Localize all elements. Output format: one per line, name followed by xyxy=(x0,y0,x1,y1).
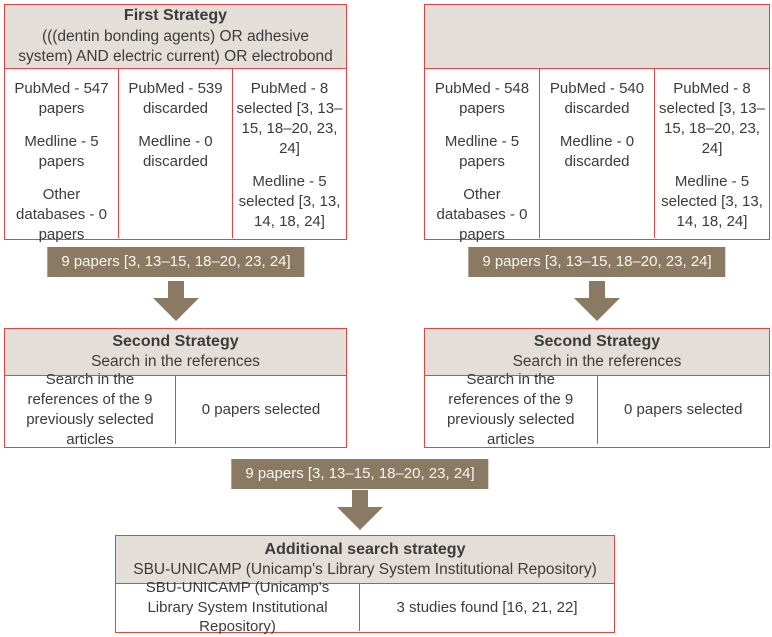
papers-selected-cell-right: 0 papers selected xyxy=(624,401,743,419)
column-discarded-left: PubMed - 539 discarded Medline - 0 disca… xyxy=(119,69,233,238)
additional-strategy-cells: SBU-UNICAMP (Unicamp's Library System In… xyxy=(116,579,614,636)
additional-strategy-subtitle: SBU-UNICAMP (Unicamp's Library System In… xyxy=(133,560,597,578)
column-found-left: PubMed - 547 papers Medline - 5 papers O… xyxy=(5,69,119,243)
second-strategy-subtitle: Search in the references xyxy=(91,353,260,371)
first-strategy-columns-right: PubMed - 548 papers Medline - 5 papers O… xyxy=(425,69,769,243)
second-strategy-subtitle: Search in the references xyxy=(512,353,682,371)
column-selected-right: PubMed - 8 selected [3, 13–15, 18–20, 23… xyxy=(655,69,769,238)
second-strategy-cells-left: Search in the references of the 9 previo… xyxy=(5,371,346,448)
stat-line: PubMed - 539 discarded xyxy=(128,80,223,117)
stat-line: Medline - 0 discarded xyxy=(559,132,635,170)
second-strategy-header-left: Second Strategy Search in the references xyxy=(5,329,346,376)
stat-line: Medline - 5 selected [3, 13, 14, 18, 24] xyxy=(238,172,341,230)
second-strategy-cells-right: Search in the references of the 9 previo… xyxy=(425,371,769,448)
papers-selected-cell-left: 0 papers selected xyxy=(201,401,321,419)
stat-line: Other databases - 0 papers xyxy=(436,185,528,243)
arrow-down-icon xyxy=(337,490,383,530)
stat-line: Other databases - 0 papers xyxy=(16,185,107,243)
second-strategy-box-left: Second Strategy Search in the references… xyxy=(4,328,347,448)
additional-strategy-header: Additional search strategy SBU-UNICAMP (… xyxy=(116,536,614,584)
stat-line: PubMed - 540 discarded xyxy=(549,80,645,117)
column-found-right: PubMed - 548 papers Medline - 5 papers O… xyxy=(425,69,540,243)
second-strategy-header-right: Second Strategy Search in the references xyxy=(425,329,769,376)
first-strategy-columns-left: PubMed - 547 papers Medline - 5 papers O… xyxy=(5,69,346,243)
second-strategy-title: Second Strategy xyxy=(112,333,239,351)
first-strategy-title: First Strategy xyxy=(123,7,228,25)
additional-strategy-box: Additional search strategy SBU-UNICAMP (… xyxy=(115,535,615,636)
papers-count-banner-left: 9 papers [3, 13–15, 18–20, 23, 24] xyxy=(47,247,305,277)
papers-count-banner-right: 9 papers [3, 13–15, 18–20, 23, 24] xyxy=(468,247,726,277)
stat-line: Medline - 0 discarded xyxy=(138,132,213,170)
stat-line: Medline - 5 papers xyxy=(444,132,520,170)
stat-line: Medline - 5 papers xyxy=(24,132,99,170)
second-strategy-title: Second Strategy xyxy=(533,333,661,351)
additional-strategy-title: Additional search strategy xyxy=(264,540,466,558)
first-strategy-query: (((dentin bonding agents) OR adhesive sy… xyxy=(18,27,333,66)
references-search-cell-right: Search in the references of the 9 previo… xyxy=(425,371,598,448)
papers-count-banner-center: 9 papers [3, 13–15, 18–20, 23, 24] xyxy=(231,459,489,489)
stat-line: Medline - 5 selected [3, 13, 14, 18, 24] xyxy=(661,172,763,230)
stat-line: PubMed - 8 selected [3, 13–15, 18–20, 23… xyxy=(659,80,765,157)
stat-line: PubMed - 547 papers xyxy=(14,80,109,117)
studies-found-cell: 3 studies found [16, 21, 22] xyxy=(396,598,578,616)
column-discarded-right: PubMed - 540 discarded Medline - 0 disca… xyxy=(540,69,655,238)
first-strategy-box-left: First Strategy (((dentin bonding agents)… xyxy=(4,4,347,243)
repository-cell: SBU-UNICAMP (Unicamp's Library System In… xyxy=(116,579,361,635)
first-strategy-box-right: PubMed - 548 papers Medline - 5 papers O… xyxy=(424,4,770,243)
first-strategy-header-right xyxy=(425,5,769,69)
arrow-down-icon xyxy=(153,281,199,321)
stat-line: PubMed - 548 papers xyxy=(434,80,530,117)
references-search-cell-left: Search in the references of the 9 previo… xyxy=(5,371,176,448)
column-selected-left: PubMed - 8 selected [3, 13–15, 18–20, 23… xyxy=(233,69,346,238)
arrow-down-icon xyxy=(574,281,620,321)
stat-line: PubMed - 8 selected [3, 13–15, 18–20, 23… xyxy=(236,80,343,157)
second-strategy-box-right: Second Strategy Search in the references… xyxy=(424,328,770,448)
first-strategy-header-left: First Strategy (((dentin bonding agents)… xyxy=(5,5,346,69)
